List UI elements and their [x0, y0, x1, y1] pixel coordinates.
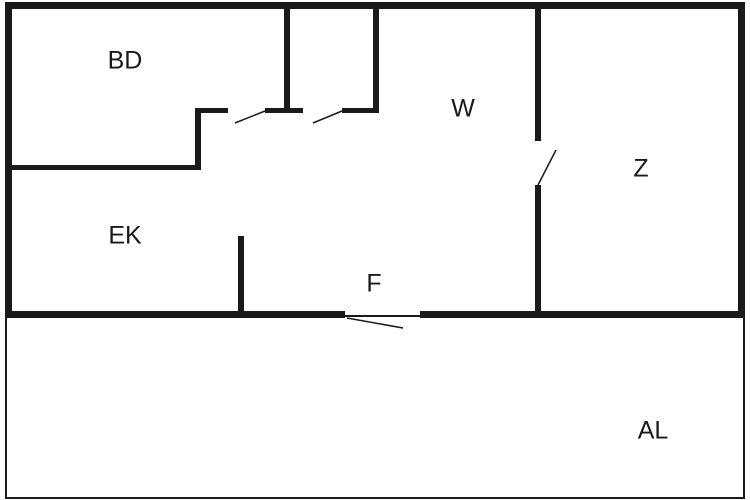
- room-label-f: F: [366, 270, 381, 298]
- wall-bd-bottom: [10, 165, 201, 170]
- room-label-z: Z: [633, 155, 648, 183]
- door-closet-1: [234, 110, 266, 124]
- walls: [5, 2, 745, 318]
- room-label-w: W: [451, 95, 475, 123]
- wall-hall-1: [195, 108, 228, 113]
- wall-ek: [238, 236, 244, 314]
- wall-closet-2: [373, 5, 379, 111]
- wall-bd-right: [195, 108, 201, 170]
- balcony-outline: [5, 315, 745, 499]
- wall-balcony-right: [420, 311, 745, 318]
- wall-closet-1: [284, 5, 290, 111]
- wall-hall-3: [342, 108, 379, 113]
- room-label-bd: BD: [108, 47, 143, 75]
- room-label-al: AL: [638, 417, 669, 445]
- door-closet-2: [312, 110, 343, 124]
- doors: [234, 110, 557, 329]
- wall-balcony-left: [5, 311, 345, 318]
- wall-z-bottom: [535, 185, 541, 313]
- room-labels: BD W Z EK F AL: [108, 47, 669, 445]
- door-z: [537, 149, 557, 186]
- outer-wall-left: [5, 2, 12, 318]
- room-label-ek: EK: [108, 222, 142, 250]
- outer-wall-right: [738, 2, 745, 318]
- door-balcony: [346, 317, 404, 329]
- wall-z-top: [535, 5, 541, 141]
